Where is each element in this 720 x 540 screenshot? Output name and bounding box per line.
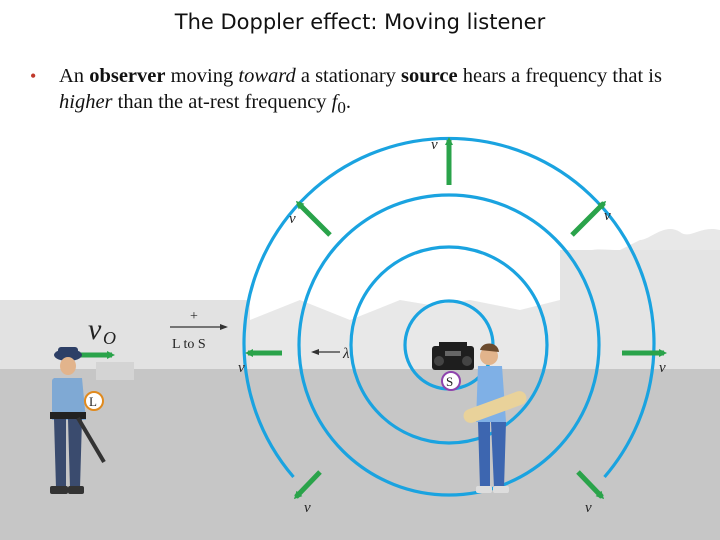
v-label-top: v [431, 137, 438, 153]
observer-velocity-subscript: O [103, 328, 116, 348]
source-tag: S [446, 374, 453, 389]
positive-direction-indicator: + L to S [170, 309, 228, 352]
bullet-text-source: source [401, 65, 458, 87]
observer-velocity-symbol: v [88, 313, 102, 346]
wavefront-2 [349, 245, 549, 445]
source-figure: S [432, 342, 527, 493]
observer-velocity-label: v O [88, 313, 116, 348]
wave-speed-labels: v v v v v v v [238, 137, 666, 516]
doppler-diagram: λ v v v v v v v v O [0, 136, 720, 540]
ground-block [96, 362, 134, 380]
v-label-lower-left: v [304, 500, 311, 516]
bullet-point: • An observer moving toward a stationary… [30, 63, 690, 121]
arrow-lower-right [576, 470, 605, 500]
bullet-text-part: moving [165, 65, 239, 87]
source-tag-ring [441, 371, 461, 391]
skateboard [463, 391, 527, 423]
arrow-upper-right [570, 200, 607, 237]
arrow-lower-left [293, 470, 322, 500]
wavefront-3 [297, 193, 601, 497]
bullet-marker: • [30, 66, 37, 86]
bullet-text-higher: higher [59, 91, 113, 113]
bullet-text-toward: toward [238, 65, 296, 87]
background-scenery [0, 228, 720, 370]
v-label-upper-left: v [289, 211, 296, 227]
listener-tag: L [89, 394, 97, 409]
bullet-text-part: An [59, 65, 90, 87]
bullet-text-part: . [345, 91, 352, 113]
bullet-text: An observer moving toward a stationary s… [59, 63, 690, 121]
slide-title: The Doppler effect: Moving listener [174, 10, 546, 34]
bullet-text-part: than the at-rest frequency [112, 91, 332, 113]
v-label-upper-right: v [604, 208, 611, 224]
v-label-lower-right: v [585, 500, 592, 516]
wave-velocity-arrows [80, 137, 667, 500]
arrow-upper-left [295, 200, 332, 237]
v-label-right: v [659, 360, 666, 376]
v-label-left: v [238, 360, 245, 376]
listener-tag-ring [84, 391, 104, 411]
wavelength-indicator: λ [311, 346, 350, 362]
frequency-subscript: 0 [337, 98, 346, 118]
bullet-text-observer: observer [89, 65, 166, 87]
bullet-text-part: hears a frequency that is [457, 65, 662, 87]
direction-sign: + [190, 309, 198, 324]
frequency-symbol: f [331, 91, 338, 113]
bullet-text-part: a stationary [295, 65, 402, 87]
wavelength-label: λ [342, 346, 350, 362]
ground [0, 369, 720, 540]
direction-label: L to S [172, 337, 206, 352]
listener-figure: L [50, 347, 106, 494]
